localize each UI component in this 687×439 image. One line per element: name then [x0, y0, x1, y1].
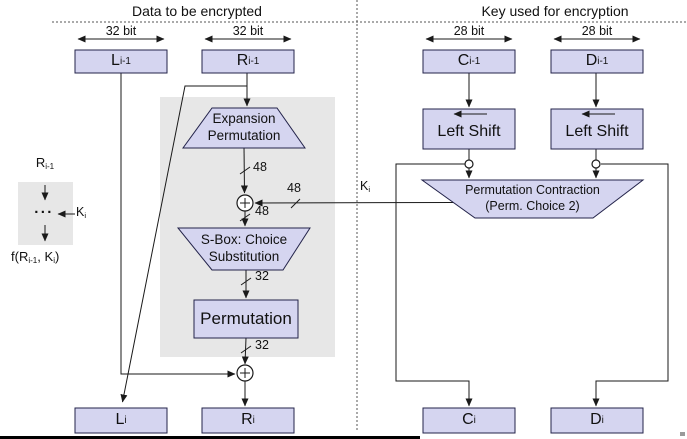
xor2-plus-icon	[240, 368, 250, 378]
wire-expansion-to-xor1	[240, 145, 248, 194]
wire-branch-to-dnext	[592, 163, 669, 407]
box-l-next	[74, 407, 168, 434]
bit-label-r-prev: 32 bit	[232, 24, 264, 38]
label-48-xor1-out: 48	[255, 204, 269, 218]
wire-branch-to-cnext	[395, 163, 473, 407]
legend-input-label: Ri-1	[35, 155, 55, 171]
wire-lprev-to-xor2	[120, 73, 236, 378]
branch-node-d	[591, 159, 601, 169]
wire-key-to-xor1	[254, 199, 454, 207]
bit-label-d-prev: 28 bit	[581, 24, 613, 38]
box-permutation	[193, 299, 299, 339]
legend-key-label: Ki	[76, 205, 87, 220]
wire-permutation-to-xor2	[241, 337, 249, 365]
slash-48-expansion	[239, 166, 251, 175]
corner-artifact	[680, 432, 685, 436]
slash-48-key	[290, 198, 301, 209]
box-l-prev	[74, 49, 168, 74]
label-permutation-contraction: Permutation Contraction(Perm. Choice 2)	[465, 183, 600, 213]
trapezoid-expansion-permutation	[182, 107, 306, 149]
label-k-subkey: Ki	[360, 179, 371, 194]
slash-32-perm	[240, 345, 252, 354]
slash-48-xor1	[239, 213, 251, 222]
label-32-perm-out: 32	[255, 338, 269, 352]
trapezoid-permutation-contraction	[420, 179, 645, 219]
box-d-next	[550, 407, 644, 434]
section-title-key: Key used for encryption	[481, 3, 629, 19]
bit-label-l-prev: 32 bit	[105, 24, 137, 38]
label-left-shift-c: Left Shift	[437, 122, 501, 140]
branch-node-c	[464, 159, 474, 169]
label-32-sbox-out: 32	[255, 269, 269, 283]
label-permutation: Permutation	[200, 309, 292, 329]
label-48-expansion-out: 48	[253, 160, 267, 174]
xor1-plus-icon	[240, 198, 250, 208]
section-title-data: Data to be encrypted	[132, 3, 262, 19]
box-r-next	[201, 407, 295, 434]
label-48-key-in: 48	[287, 181, 301, 195]
box-r-prev	[201, 49, 295, 74]
bottom-edge-artifact	[0, 436, 420, 439]
box-d-prev	[550, 49, 644, 74]
bit-label-c-prev: 28 bit	[453, 24, 485, 38]
box-left-shift-d	[550, 108, 644, 150]
box-c-prev	[422, 49, 516, 74]
trapezoid-sbox	[176, 227, 311, 271]
legend-f-output-label: f(Ri-1, Ki)	[11, 249, 60, 265]
wire-rprev-to-lnext	[120, 85, 247, 403]
label-left-shift-d: Left Shift	[565, 122, 629, 140]
box-left-shift-c	[422, 108, 516, 150]
slash-32-sbox	[240, 277, 252, 286]
legend-dots: ···	[34, 204, 54, 221]
box-c-next	[422, 407, 516, 434]
